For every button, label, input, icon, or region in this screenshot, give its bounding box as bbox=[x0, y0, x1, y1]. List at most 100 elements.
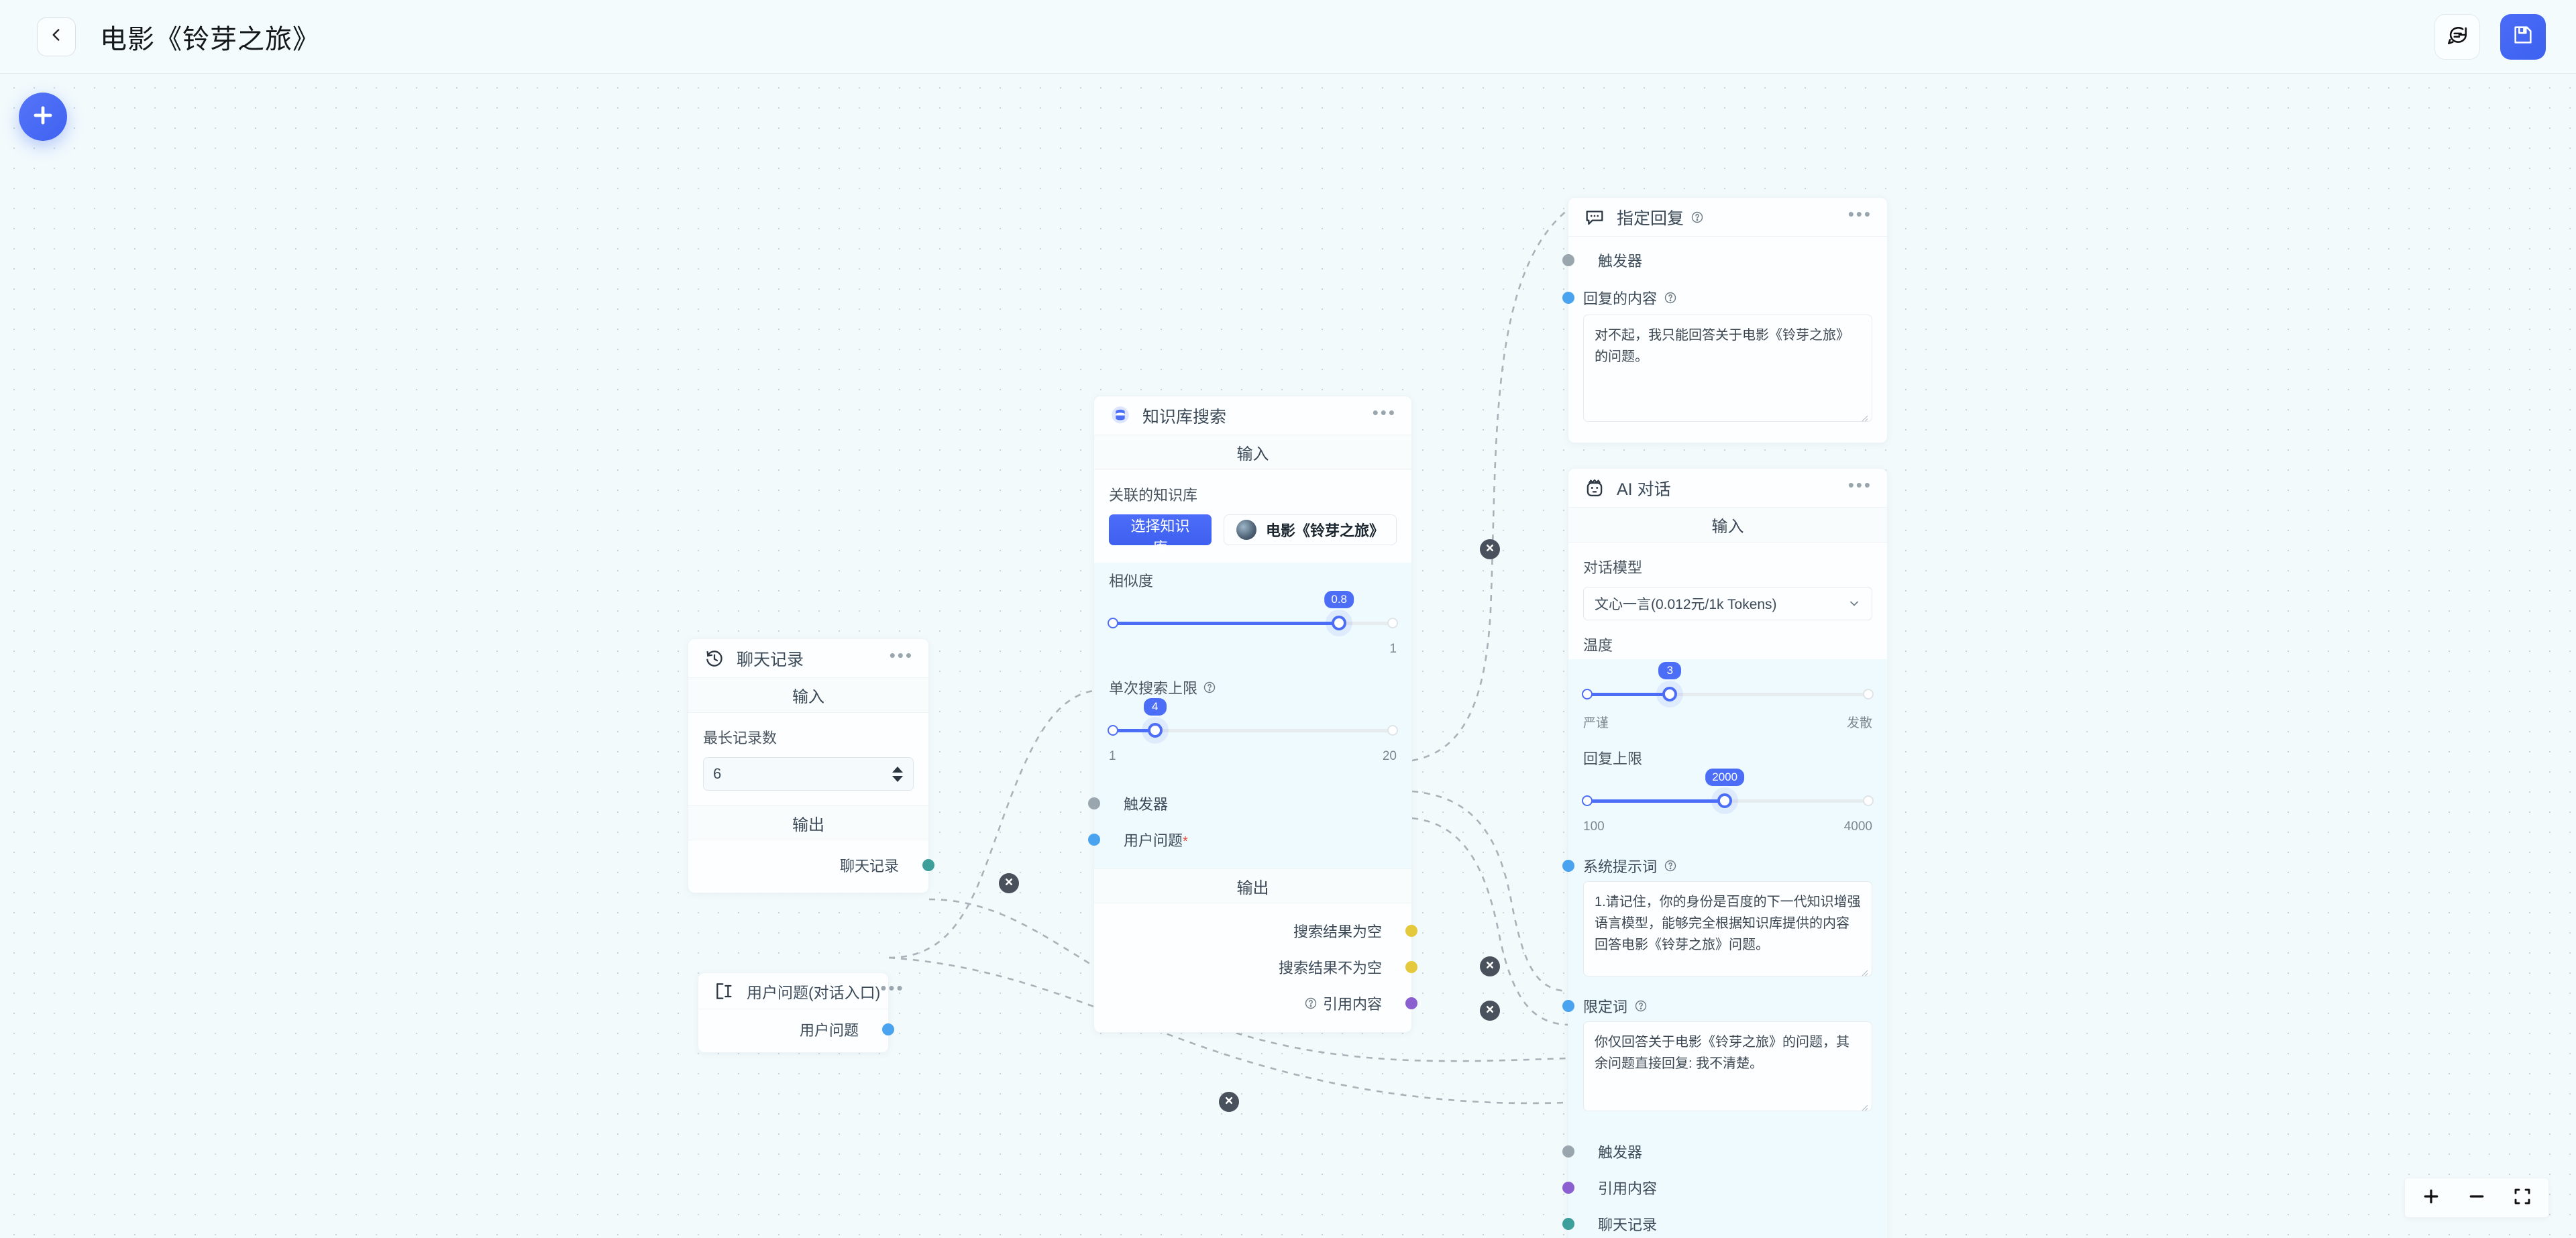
port-nonempty-result-out[interactable]: 搜索结果不为空 bbox=[1094, 949, 1417, 985]
node-fixed-reply[interactable]: 指定回复 ••• 触发器 回复的内容 bbox=[1562, 197, 1888, 443]
port-dot[interactable] bbox=[1562, 254, 1574, 266]
node-chat-history[interactable]: 聊天记录 ••• 输入 最长记录数 6 输出 聊天记录 bbox=[688, 638, 934, 893]
stepper-arrows[interactable] bbox=[892, 766, 904, 783]
slider-knob[interactable] bbox=[1717, 793, 1733, 808]
edge-delete-button[interactable] bbox=[1219, 1092, 1239, 1112]
close-x-icon bbox=[1223, 1094, 1235, 1110]
help-circle-icon[interactable] bbox=[1634, 999, 1648, 1013]
add-node-button[interactable] bbox=[19, 93, 67, 141]
reply-content-textarea[interactable] bbox=[1583, 315, 1872, 422]
help-circle-icon[interactable] bbox=[1304, 997, 1318, 1010]
plus-icon bbox=[30, 103, 56, 131]
port-empty-result-out[interactable]: 搜索结果为空 bbox=[1094, 913, 1417, 949]
system-prompt-textarea[interactable] bbox=[1583, 881, 1872, 976]
input-ports: 触发器 引用内容 聊天记录 用户问题* bbox=[1562, 1127, 1887, 1238]
zoom-in-button[interactable] bbox=[2420, 1186, 2443, 1209]
node-menu-button[interactable]: ••• bbox=[1847, 203, 1872, 224]
max-tokens-slider[interactable]: 2000 bbox=[1582, 769, 1874, 818]
port-user-question-in[interactable]: 用户问题* bbox=[1088, 822, 1411, 858]
model-value: 文心一言(0.012元/1k Tokens) bbox=[1595, 597, 1777, 612]
workflow-canvas[interactable]: 聊天记录 ••• 输入 最长记录数 6 输出 聊天记录 bbox=[0, 74, 2576, 1238]
node-kb-search[interactable]: 知识库搜索 ••• 输入 关联的知识库 选择知识库 电影《铃芽之旅》 相似度 bbox=[1088, 396, 1417, 1033]
output-section-label: 输出 bbox=[688, 805, 928, 840]
input-ports: 触发器 bbox=[1562, 237, 1887, 278]
port-limit-word-in[interactable]: 限定词 bbox=[1562, 991, 1872, 1021]
system-prompt-textarea-wrap bbox=[1583, 881, 1872, 980]
port-dot[interactable] bbox=[1562, 860, 1574, 872]
port-chat-history-in[interactable]: 聊天记录 bbox=[1562, 1206, 1887, 1238]
similarity-max: 1 bbox=[1389, 642, 1397, 656]
topk-slider[interactable]: 4 bbox=[1108, 698, 1398, 748]
node-header: 知识库搜索 ••• bbox=[1094, 396, 1411, 435]
limit-word-textarea[interactable] bbox=[1583, 1021, 1872, 1111]
port-dot[interactable] bbox=[922, 859, 934, 871]
back-button[interactable] bbox=[37, 17, 76, 56]
port-dot[interactable] bbox=[1088, 834, 1100, 846]
node-menu-button[interactable]: ••• bbox=[880, 977, 905, 998]
port-dot[interactable] bbox=[1562, 1145, 1574, 1158]
edge-delete-button[interactable] bbox=[999, 873, 1019, 893]
slider-knob[interactable] bbox=[1662, 687, 1678, 701]
chat-preview-button[interactable] bbox=[2434, 13, 2480, 60]
port-dot[interactable] bbox=[882, 1023, 894, 1035]
node-menu-button[interactable]: ••• bbox=[889, 644, 914, 665]
help-circle-icon[interactable] bbox=[1203, 681, 1216, 694]
speech-dots-icon bbox=[1583, 206, 1606, 229]
zoom-out-button[interactable] bbox=[2465, 1186, 2488, 1209]
help-circle-icon[interactable] bbox=[1664, 291, 1677, 304]
max-tokens-value: 2000 bbox=[1705, 769, 1745, 786]
node-menu-button[interactable]: ••• bbox=[1847, 474, 1872, 495]
node-ai-chat[interactable]: AI 对话 ••• 输入 对话模型 文心一言(0.012元/1k Tokens)… bbox=[1562, 468, 1888, 1238]
slider-end-cap bbox=[1387, 725, 1398, 736]
text-cursor-icon bbox=[713, 980, 736, 1003]
port-dot[interactable] bbox=[1088, 797, 1100, 809]
similarity-slider[interactable]: 0.8 bbox=[1108, 591, 1398, 640]
topk-min: 1 bbox=[1109, 749, 1116, 763]
max-records-stepper[interactable]: 6 bbox=[703, 757, 914, 791]
edge-delete-button[interactable] bbox=[1480, 1001, 1500, 1021]
port-trigger-in[interactable]: 触发器 bbox=[1088, 785, 1411, 822]
help-circle-icon[interactable] bbox=[1664, 859, 1677, 873]
port-trigger-in[interactable]: 触发器 bbox=[1562, 242, 1887, 278]
edge-delete-button[interactable] bbox=[1480, 956, 1500, 976]
help-circle-icon[interactable] bbox=[1690, 211, 1704, 224]
save-button[interactable] bbox=[2500, 13, 2546, 60]
clock-history-icon bbox=[703, 647, 726, 670]
fit-screen-button[interactable] bbox=[2511, 1186, 2534, 1209]
select-kb-button[interactable]: 选择知识库 bbox=[1109, 514, 1212, 556]
port-dot[interactable] bbox=[1405, 997, 1417, 1009]
topk-field: 单次搜索上限 4 1 20 bbox=[1094, 669, 1411, 777]
slider-end-cap bbox=[1863, 795, 1874, 806]
edge-delete-button[interactable] bbox=[1480, 539, 1500, 559]
node-user-question-entry[interactable]: 用户问题(对话入口) ••• 用户问题 bbox=[698, 972, 903, 1053]
port-system-prompt-in[interactable]: 系统提示词 bbox=[1562, 850, 1872, 881]
kb-selected-chip[interactable]: 电影《铃芽之旅》 bbox=[1223, 514, 1397, 545]
port-reply-content-in[interactable]: 回复的内容 bbox=[1562, 281, 1872, 315]
slider-end-cap bbox=[1387, 618, 1398, 628]
node-menu-button[interactable]: ••• bbox=[1372, 402, 1397, 423]
slider-knob[interactable] bbox=[1332, 616, 1347, 630]
port-citation-in[interactable]: 引用内容 bbox=[1562, 1170, 1887, 1206]
temperature-slider[interactable]: 3 bbox=[1582, 662, 1874, 712]
port-dot[interactable] bbox=[1562, 1218, 1574, 1230]
port-dot[interactable] bbox=[1562, 1000, 1574, 1012]
node-title: AI 对话 bbox=[1617, 480, 1671, 499]
port-dot[interactable] bbox=[1562, 1182, 1574, 1194]
slider-knob[interactable] bbox=[1147, 723, 1163, 738]
port-user-question-out[interactable]: 用户问题 bbox=[698, 1013, 894, 1046]
port-chat-history-out[interactable]: 聊天记录 bbox=[688, 847, 934, 883]
port-label: 聊天记录 bbox=[839, 858, 899, 875]
port-dot[interactable] bbox=[1405, 961, 1417, 973]
port-citation-out[interactable]: 引用内容 bbox=[1094, 985, 1417, 1021]
node-header: AI 对话 ••• bbox=[1568, 469, 1887, 508]
port-label-text: 用户问题 bbox=[1124, 832, 1183, 849]
model-select[interactable]: 文心一言(0.012元/1k Tokens) bbox=[1583, 587, 1872, 620]
similarity-value: 0.8 bbox=[1324, 591, 1354, 608]
port-dot[interactable] bbox=[1562, 292, 1574, 304]
zoom-controls[interactable] bbox=[2404, 1178, 2549, 1218]
port-dot[interactable] bbox=[1405, 925, 1417, 937]
close-x-icon bbox=[1003, 876, 1015, 891]
close-x-icon bbox=[1484, 959, 1496, 974]
database-icon bbox=[1109, 404, 1132, 427]
port-trigger-in[interactable]: 触发器 bbox=[1562, 1133, 1887, 1170]
